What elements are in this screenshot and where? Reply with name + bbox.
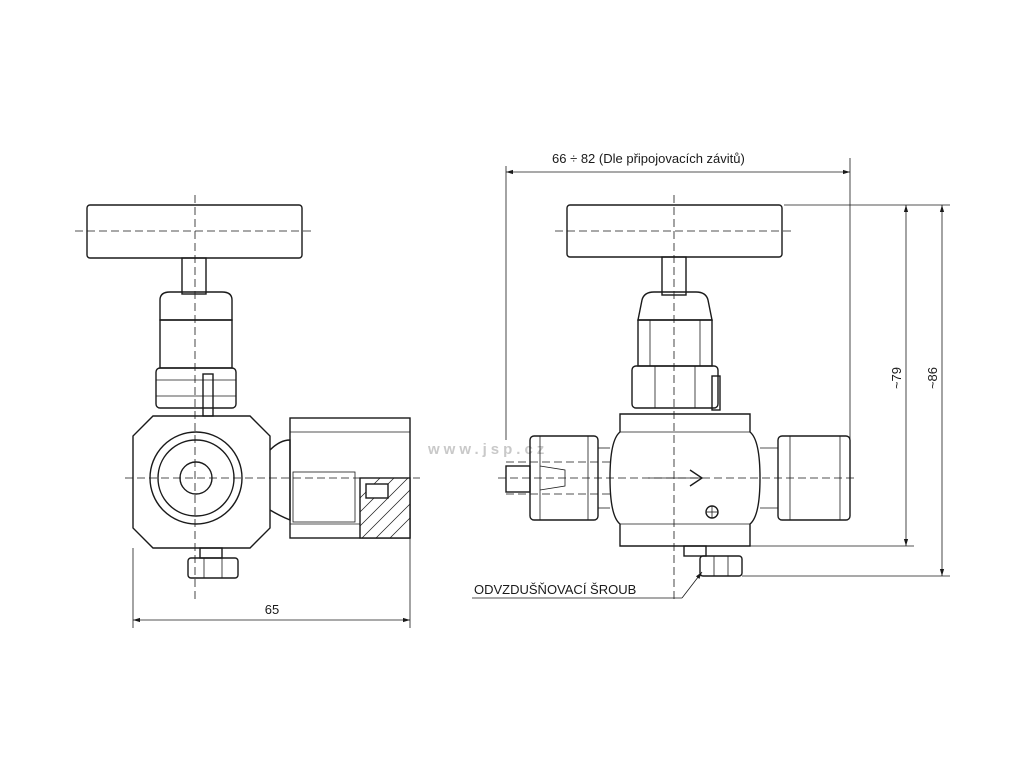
side-view: 65 [75, 195, 420, 628]
dim-overall-width: 65 [265, 602, 279, 617]
dim-height-1: ~79 [889, 367, 904, 389]
section-hatch [359, 477, 411, 539]
dim-connection-length: 66 ÷ 82 (Dle připojovacích závitů) [552, 151, 745, 166]
watermark-text: www.jsp.cz [427, 441, 548, 458]
dim-height-2: ~86 [925, 367, 940, 389]
label-vent-screw: ODVZDUŠŇOVACÍ ŠROUB [474, 582, 636, 597]
front-view: ODVZDUŠŇOVACÍ ŠROUB 66 ÷ 82 (Dle připojo… [472, 151, 950, 600]
